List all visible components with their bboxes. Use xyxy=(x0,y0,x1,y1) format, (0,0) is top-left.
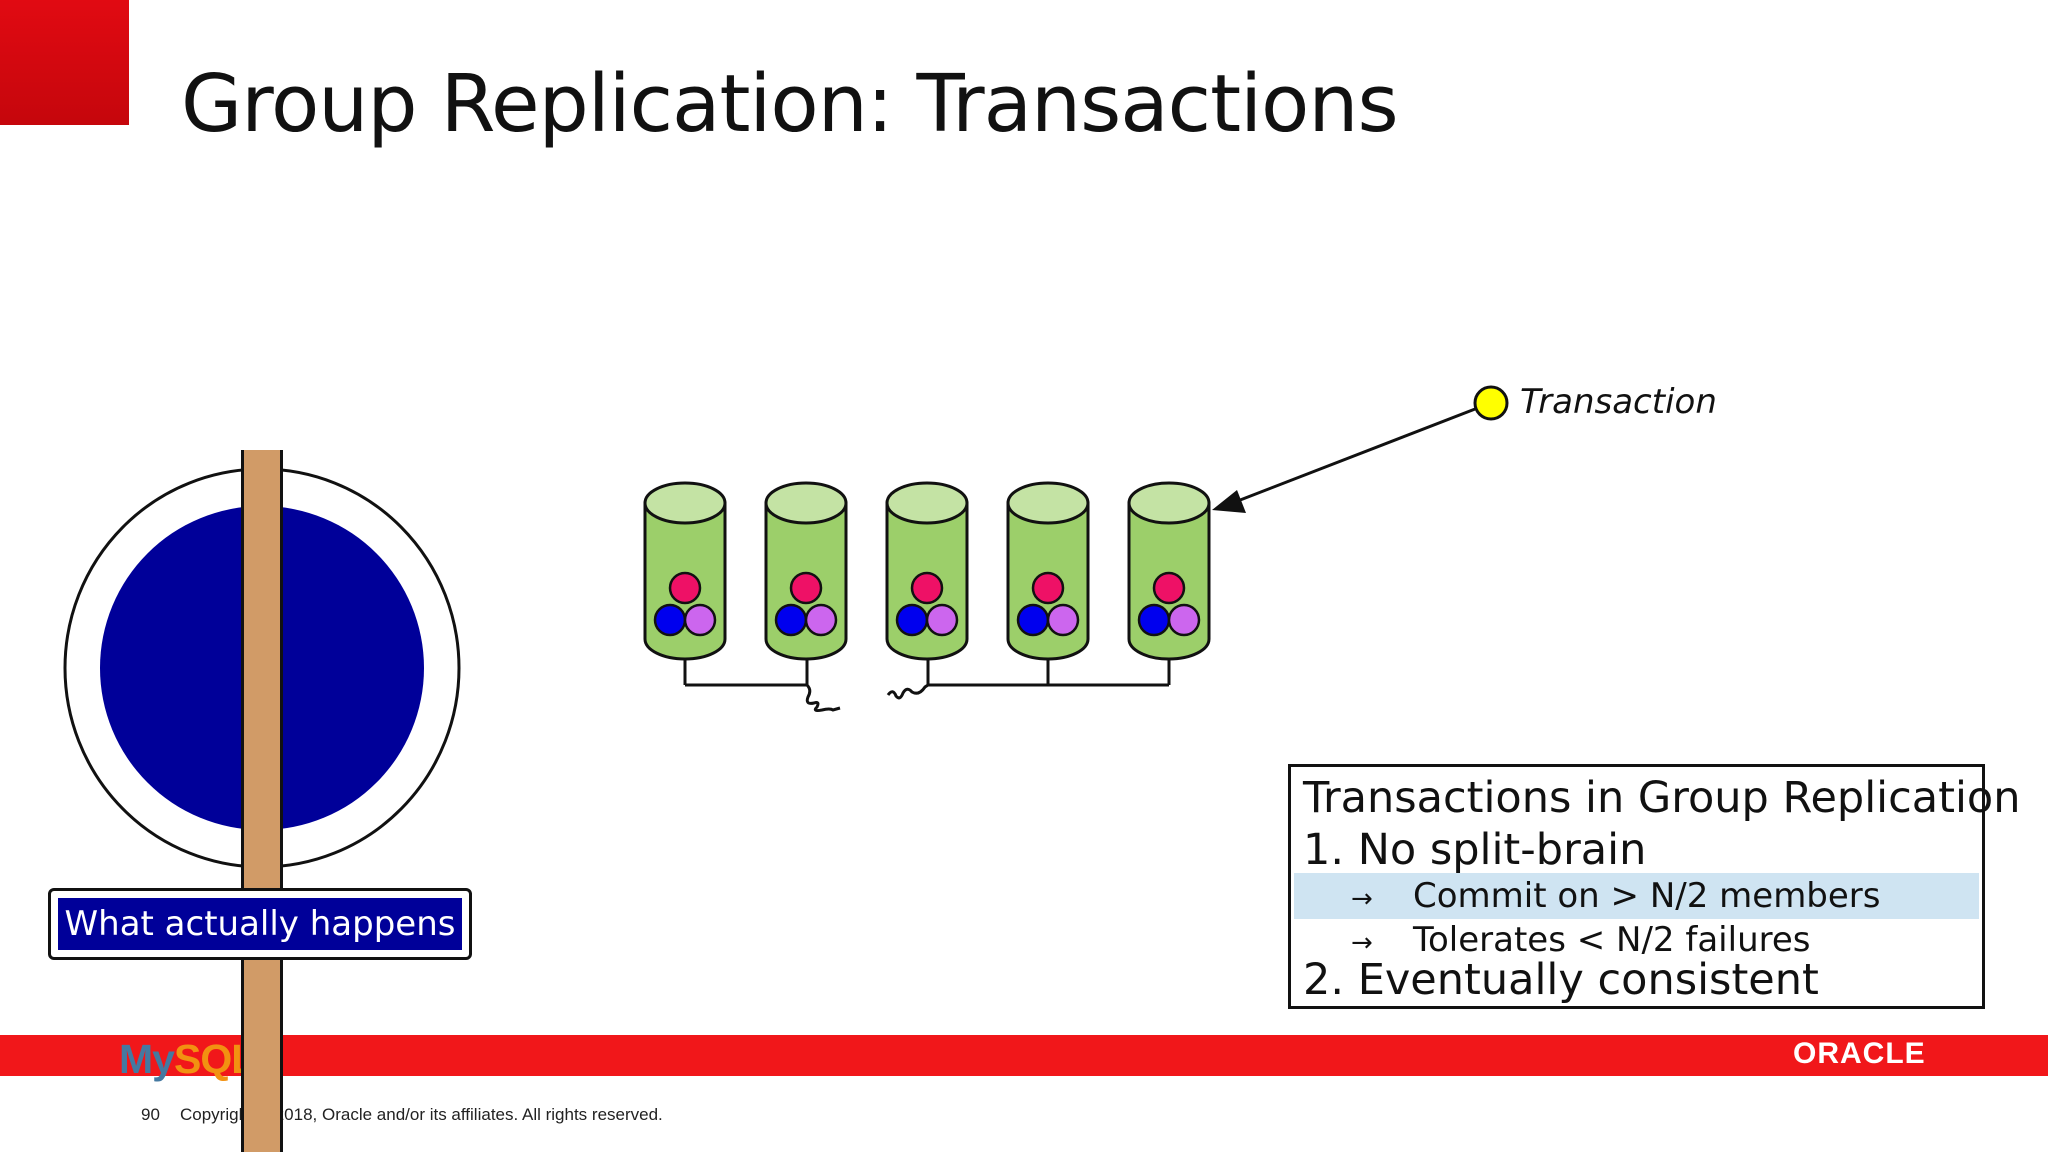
sign-post xyxy=(241,450,283,1152)
copyright-notice: Copyright © 2018, Oracle and/or its affi… xyxy=(180,1105,663,1124)
transaction-ball-red xyxy=(789,571,823,605)
arrow-right-icon: → xyxy=(1351,928,1373,958)
transaction-ball-violet xyxy=(804,603,838,637)
corner-brand-block xyxy=(0,0,129,125)
cylinder-top xyxy=(1006,481,1090,525)
database-server-icon xyxy=(1127,481,1211,661)
info-box-title: Transactions in Group Replication xyxy=(1303,773,2021,823)
transaction-ball-red xyxy=(1152,571,1186,605)
transaction-ball-violet xyxy=(925,603,959,637)
transaction-legend-dot xyxy=(1473,385,1509,421)
page-number: 90 xyxy=(141,1105,160,1124)
servers xyxy=(643,481,1211,661)
arrow-right-icon: → xyxy=(1351,884,1373,914)
page-title: Group Replication: Transactions xyxy=(181,58,1399,150)
info-point-2: 2. Eventually consistent xyxy=(1303,955,1819,1005)
transaction-arrow xyxy=(1212,402,1489,513)
info-sub-point-tolerates: → Tolerates < N/2 failures xyxy=(1294,917,1979,963)
transaction-ball-blue xyxy=(895,603,929,637)
transaction-ball-violet xyxy=(1167,603,1201,637)
footer-bar xyxy=(0,1035,2048,1076)
transaction-ball-blue xyxy=(774,603,808,637)
transaction-ball-blue xyxy=(653,603,687,637)
cylinder-top xyxy=(764,481,848,525)
info-box: Transactions in Group Replication 1. No … xyxy=(1288,764,2020,1009)
oracle-logo: ORACLE xyxy=(1793,1037,1926,1070)
info-sub-text-2: Tolerates < N/2 failures xyxy=(1413,920,1811,960)
transaction-ball-red xyxy=(910,571,944,605)
transaction-ball-red xyxy=(668,571,702,605)
database-server-icon xyxy=(764,481,848,661)
cylinder-top xyxy=(643,481,727,525)
cylinder-top xyxy=(1127,481,1211,525)
transaction-ball-violet xyxy=(1046,603,1080,637)
transaction-legend-label: Transaction xyxy=(1520,382,1717,422)
mysql-logo: MySQL xyxy=(119,1036,256,1082)
transaction-ball-blue xyxy=(1137,603,1171,637)
info-point-1: 1. No split-brain xyxy=(1303,825,1647,875)
cylinder-top xyxy=(885,481,969,525)
transaction-ball-violet xyxy=(683,603,717,637)
transaction-ball-red xyxy=(1031,571,1065,605)
database-server-icon xyxy=(885,481,969,661)
transaction-ball-blue xyxy=(1016,603,1050,637)
info-sub-point-commit: → Commit on > N/2 members xyxy=(1294,873,1979,919)
database-server-icon xyxy=(643,481,727,661)
info-sub-text-1: Commit on > N/2 members xyxy=(1413,876,1881,916)
database-server-icon xyxy=(1006,481,1090,661)
sign-label: What actually happens xyxy=(58,898,462,950)
